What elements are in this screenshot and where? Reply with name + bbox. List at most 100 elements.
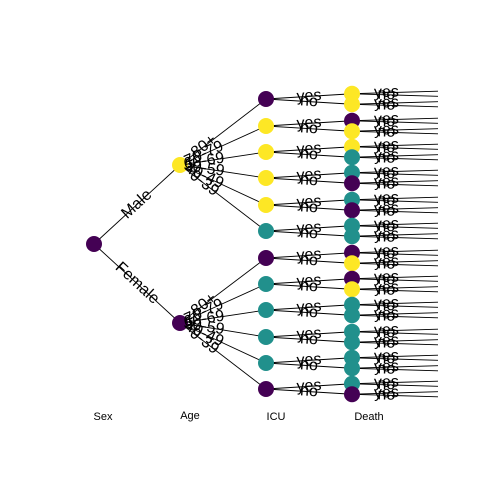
edge-label-death-female-3-0-1: no bbox=[377, 324, 395, 342]
death-node-female-0-1 bbox=[344, 255, 360, 272]
edge-label-death-female-2-0-0: yes bbox=[374, 295, 399, 313]
edge-label-death-female-3-1-1: no bbox=[377, 334, 395, 352]
edge-label-death-male-5-1-0: yes bbox=[374, 226, 399, 244]
edge-label-death-male-1-0-1: no bbox=[377, 113, 395, 131]
edge-death-female-5-1-0 bbox=[351, 391, 439, 395]
edge-label-icu-female-2-0: yes bbox=[296, 298, 322, 317]
edges-layer bbox=[93, 90, 439, 398]
edge-label-death-female-4-1-0: yes bbox=[374, 358, 399, 376]
level-labels: Sex Age ICU Death bbox=[94, 410, 384, 423]
edge-death-male-5-1-0 bbox=[351, 233, 439, 237]
edge-male-age-4 bbox=[179, 164, 267, 206]
edge-label-icu-female-3-0: yes bbox=[296, 325, 322, 344]
edge-label-icu-male-5-1: no bbox=[300, 224, 319, 242]
edge-death-male-3-0-0 bbox=[351, 169, 439, 174]
edge-label-death-female-5-1-1: no bbox=[377, 386, 395, 404]
edge-label-death-female-0-1-1: no bbox=[377, 255, 395, 273]
edge-label-icu-male-4-0: yes bbox=[296, 193, 322, 212]
edge-label-icu-male-0-0: yes bbox=[296, 87, 322, 106]
edge-icu-male-3-0 bbox=[265, 172, 353, 179]
edge-icu-female-2-1 bbox=[265, 309, 353, 316]
edge-death-female-1-1-1 bbox=[351, 288, 439, 293]
edge-death-male-0-1-0 bbox=[351, 101, 439, 105]
edge-label-death-female-1-1-0: yes bbox=[374, 279, 399, 297]
edge-label-icu-female-4-0: yes bbox=[296, 351, 322, 370]
edge-death-male-4-0-0 bbox=[351, 196, 439, 201]
edge-death-female-5-1-1 bbox=[351, 393, 439, 398]
edge-icu-male-0-0 bbox=[265, 93, 353, 100]
edge-label-age-male-3: 50-59 bbox=[183, 157, 226, 180]
edge-death-male-1-1-1 bbox=[351, 130, 439, 135]
icu-node-female-4 bbox=[258, 355, 274, 371]
edge-male-age-3 bbox=[179, 164, 267, 179]
edge-death-male-3-0-1 bbox=[351, 172, 439, 176]
edge-label-death-female-2-0-1: no bbox=[377, 297, 395, 315]
edge-label-death-female-4-0-1: no bbox=[377, 350, 395, 368]
edge-icu-female-1-0 bbox=[265, 278, 353, 285]
edge-label-death-female-1-0-0: yes bbox=[374, 269, 399, 287]
edge-death-female-1-0-0 bbox=[351, 275, 439, 280]
edge-male-age-2 bbox=[179, 151, 267, 166]
edge-death-female-4-1-0 bbox=[351, 365, 439, 369]
icu-node-male-2 bbox=[258, 144, 274, 160]
edge-female-age-2 bbox=[179, 309, 267, 324]
edge-icu-male-3-1 bbox=[265, 177, 353, 184]
edge-death-female-1-1-0 bbox=[351, 286, 439, 290]
edge-icu-female-5-1 bbox=[265, 388, 353, 395]
icu-node-female-2 bbox=[258, 302, 274, 318]
edge-icu-female-4-0 bbox=[265, 357, 353, 364]
edge-label-death-female-3-0-0: yes bbox=[374, 322, 399, 340]
edge-icu-male-5-1 bbox=[265, 230, 353, 237]
edge-label-death-male-3-1-0: yes bbox=[374, 173, 399, 191]
icu-node-male-5 bbox=[258, 223, 274, 239]
edge-death-male-4-1-1 bbox=[351, 209, 439, 214]
edge-icu-female-5-0 bbox=[265, 383, 353, 390]
edge-death-female-5-0-1 bbox=[351, 383, 439, 387]
edge-label-death-male-5-0-0: yes bbox=[374, 216, 399, 234]
edge-death-male-0-1-1 bbox=[351, 103, 439, 108]
edge-male-age-1 bbox=[179, 125, 267, 166]
edge-label-death-male-0-0-1: no bbox=[377, 86, 395, 104]
level-label-death: Death bbox=[354, 411, 383, 423]
edge-death-female-3-0-1 bbox=[351, 331, 439, 335]
sex-node-male bbox=[172, 157, 188, 173]
icu-node-male-1 bbox=[258, 118, 274, 134]
edge-icu-male-1-1 bbox=[265, 125, 353, 132]
edge-death-female-1-0-1 bbox=[351, 278, 439, 282]
edge-label-death-male-2-1-0: yes bbox=[374, 147, 399, 165]
edge-death-female-4-1-1 bbox=[351, 367, 439, 372]
icu-node-male-0 bbox=[258, 91, 274, 107]
edge-icu-female-1-1 bbox=[265, 283, 353, 290]
edge-death-female-2-1-0 bbox=[351, 312, 439, 316]
edge-female-age-1 bbox=[179, 283, 267, 324]
edge-label-death-male-4-0-0: yes bbox=[374, 190, 399, 208]
edge-death-male-1-1-0 bbox=[351, 128, 439, 132]
edge-death-male-1-0-0 bbox=[351, 117, 439, 122]
edge-icu-female-0-0 bbox=[265, 252, 353, 259]
edge-female-age-0 bbox=[179, 257, 267, 324]
edge-death-male-2-0-0 bbox=[351, 143, 439, 148]
edge-label-icu-male-2-1: no bbox=[300, 145, 319, 163]
edge-label-death-female-5-1-0: yes bbox=[374, 384, 399, 402]
edge-female-age-3 bbox=[179, 322, 267, 338]
edge-label-icu-female-1-0: yes bbox=[296, 272, 322, 291]
edge-female-age-5 bbox=[179, 322, 267, 390]
edge-label-icu-female-4-1: no bbox=[300, 356, 319, 374]
icu-node-female-5 bbox=[258, 381, 274, 397]
icu-node-male-4 bbox=[258, 197, 274, 213]
death-node-female-5-1 bbox=[344, 386, 360, 403]
edge-death-female-0-1-0 bbox=[351, 260, 439, 264]
edge-label-icu-female-5-0: yes bbox=[296, 377, 322, 396]
edge-death-male-2-0-1 bbox=[351, 146, 439, 150]
death-node-male-2-1 bbox=[344, 149, 360, 166]
edge-label-death-male-4-1-1: no bbox=[377, 202, 395, 220]
edge-death-female-2-0-0 bbox=[351, 301, 439, 306]
edge-label-death-male-5-0-1: no bbox=[377, 218, 395, 236]
edge-death-female-2-1-1 bbox=[351, 314, 439, 319]
edge-label-death-male-1-0-0: yes bbox=[374, 111, 399, 129]
edge-label-death-male-2-0-0: yes bbox=[374, 137, 399, 155]
edge-death-male-3-1-1 bbox=[351, 182, 439, 187]
edge-death-female-3-1-0 bbox=[351, 339, 439, 343]
edge-icu-female-3-1 bbox=[265, 336, 353, 343]
edge-icu-male-0-1 bbox=[265, 98, 353, 105]
